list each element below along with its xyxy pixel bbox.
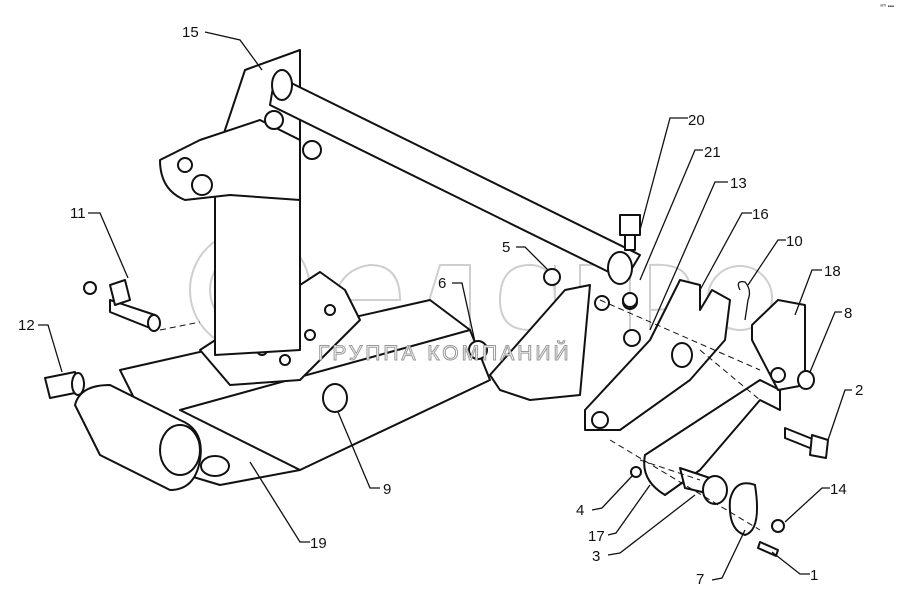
leader-lines — [38, 31, 852, 581]
part-washer-8 — [797, 370, 815, 390]
part-nut-6 — [468, 340, 488, 360]
callout-15: 15 — [182, 24, 199, 41]
part-nut-4 — [630, 466, 642, 478]
callout-2: 2 — [855, 382, 863, 399]
part-plate-17 — [643, 379, 781, 496]
callout-1: 1 — [810, 567, 818, 584]
callout-6: 6 — [438, 275, 446, 292]
callout-12: 12 — [18, 317, 35, 334]
callouts: 1 2 3 4 5 6 7 8 9 10 11 12 13 14 15 16 1… — [18, 24, 863, 588]
part-plate-7 — [728, 482, 758, 536]
callout-16: 16 — [752, 206, 769, 223]
callout-9: 9 — [383, 481, 391, 498]
part-nut-21 — [622, 292, 638, 308]
callout-20: 20 — [688, 112, 705, 129]
part-nut-14 — [771, 519, 785, 533]
corner-mark: ᵃᵐ ▪▪▪ — [880, 4, 894, 10]
callout-7: 7 — [696, 571, 704, 588]
callout-17: 17 — [588, 528, 605, 545]
part-frame-19 — [74, 271, 491, 491]
callout-13: 13 — [730, 175, 747, 192]
part-clip-10 — [737, 281, 751, 321]
part-bolt-20 — [619, 214, 641, 251]
callout-5: 5 — [502, 239, 510, 256]
part-nut-5 — [543, 268, 561, 286]
callout-11: 11 — [70, 205, 86, 222]
watermark-subtitle: ГРУППА КОМПАНИЙ — [318, 341, 572, 365]
callout-4: 4 — [576, 502, 584, 519]
part-tube — [269, 69, 641, 285]
callout-8: 8 — [844, 305, 852, 322]
part-upright-15 — [159, 49, 322, 356]
callout-21: 21 — [704, 144, 721, 161]
callout-10: 10 — [786, 233, 803, 250]
callout-3: 3 — [592, 548, 600, 565]
callout-18: 18 — [824, 263, 841, 280]
callout-14: 14 — [830, 481, 847, 498]
callout-19: 19 — [310, 535, 327, 552]
